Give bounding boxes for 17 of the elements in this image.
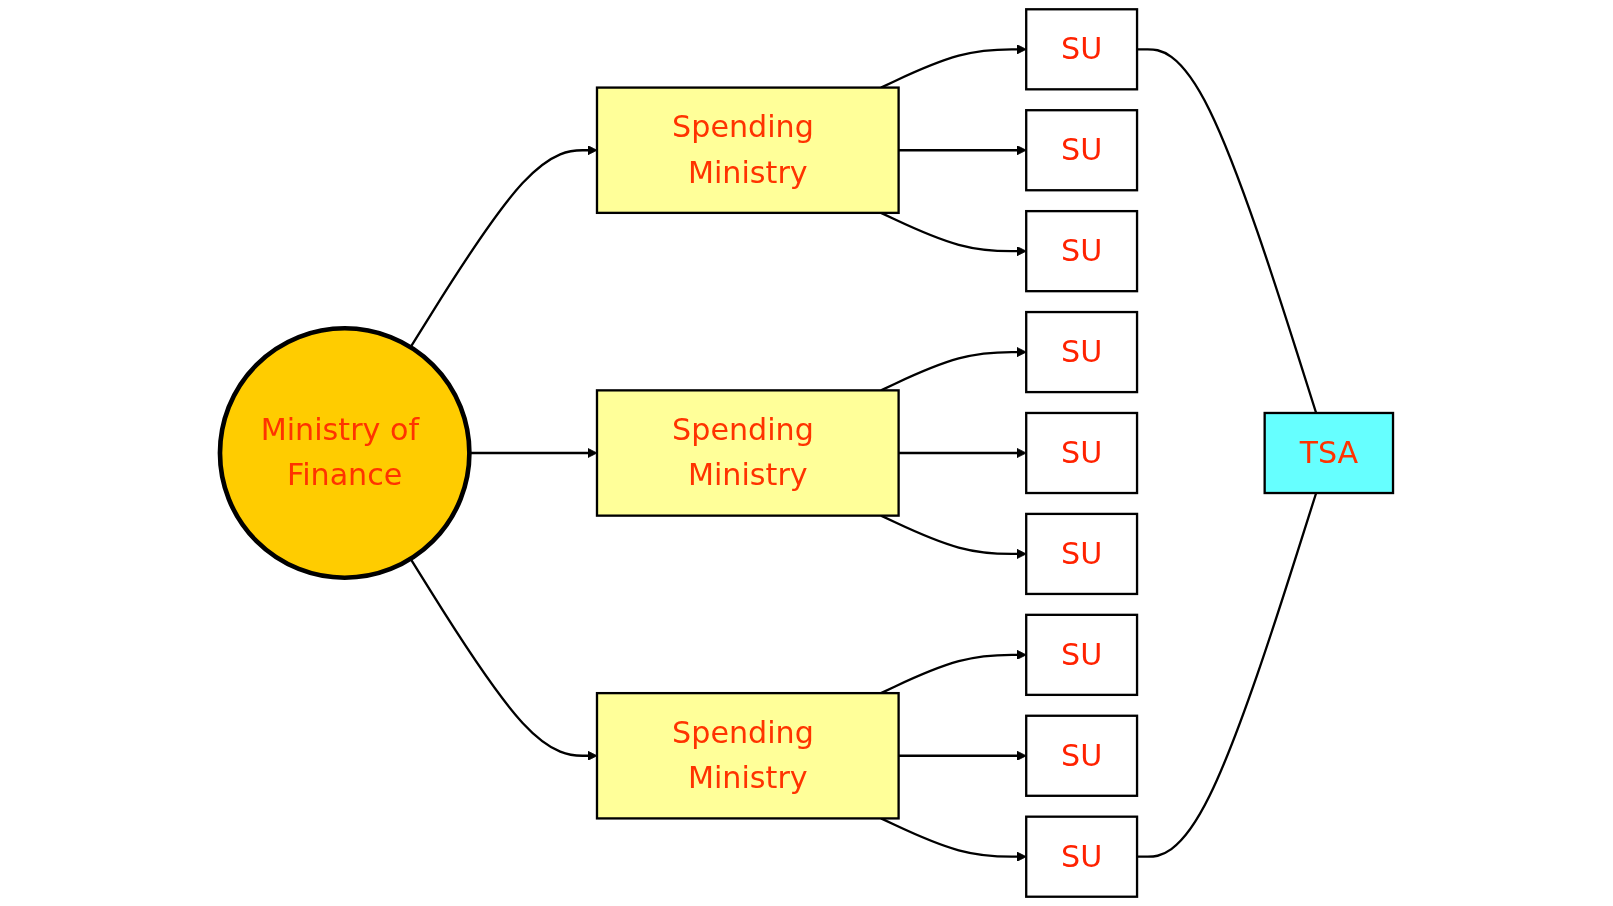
node-box: Spending Ministry xyxy=(595,691,900,820)
node-box: SU xyxy=(1025,109,1139,192)
node-box: SU xyxy=(1025,714,1139,797)
arrow xyxy=(898,750,1027,761)
node-box: Spending Ministry xyxy=(595,389,900,517)
arrow xyxy=(898,447,1027,459)
node-box: SU xyxy=(1025,209,1139,293)
node-box: SU xyxy=(1025,815,1139,898)
node-box: SU xyxy=(1025,613,1139,697)
node-box: SU xyxy=(1025,512,1139,596)
node-box: SU xyxy=(1025,411,1139,495)
node-circle: Ministry of Finance xyxy=(217,325,472,581)
node-box: SU xyxy=(1025,8,1139,91)
node-box: TSA xyxy=(1263,411,1395,495)
node-box: Spending Ministry xyxy=(595,86,900,215)
arrow xyxy=(898,145,1027,156)
node-box: SU xyxy=(1025,310,1139,394)
